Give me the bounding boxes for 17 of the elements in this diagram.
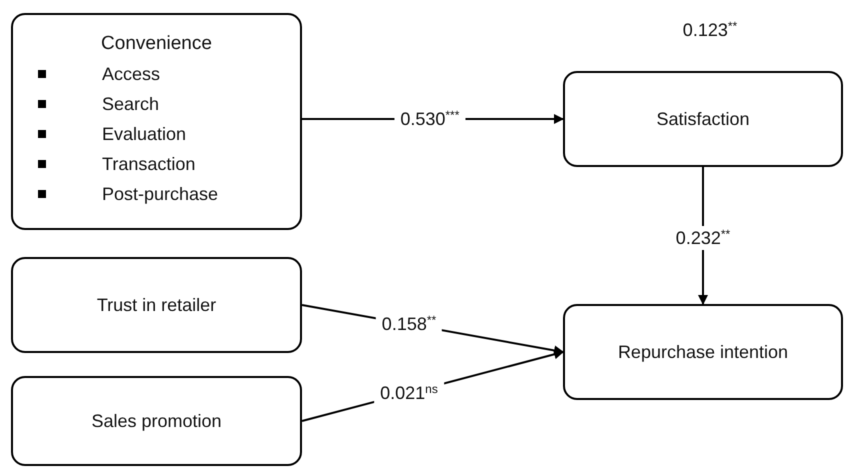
box-heading: Convenience [101,32,212,56]
edge-label: 0.021$^{ns}$ [374,380,444,405]
bullet-text: Transaction [102,152,196,176]
bullet-text: Evaluation [102,122,186,146]
node-label: Trust in retailer [96,294,216,316]
bullet-text: Search [102,92,160,116]
rounded-box [11,376,302,466]
coefficient-label: 0.123$^{**}$ [682,18,738,42]
rounded-box [563,304,843,400]
node-label: Satisfaction [656,108,750,130]
node-label: Repurchase intention [618,340,788,364]
rounded-box [11,13,302,230]
bullet-text: Post-purchase [102,182,218,206]
rounded-box [11,257,302,353]
node-label: Sales promotion [91,410,222,433]
bullet-text: Access [102,62,160,86]
rounded-box [563,71,843,167]
